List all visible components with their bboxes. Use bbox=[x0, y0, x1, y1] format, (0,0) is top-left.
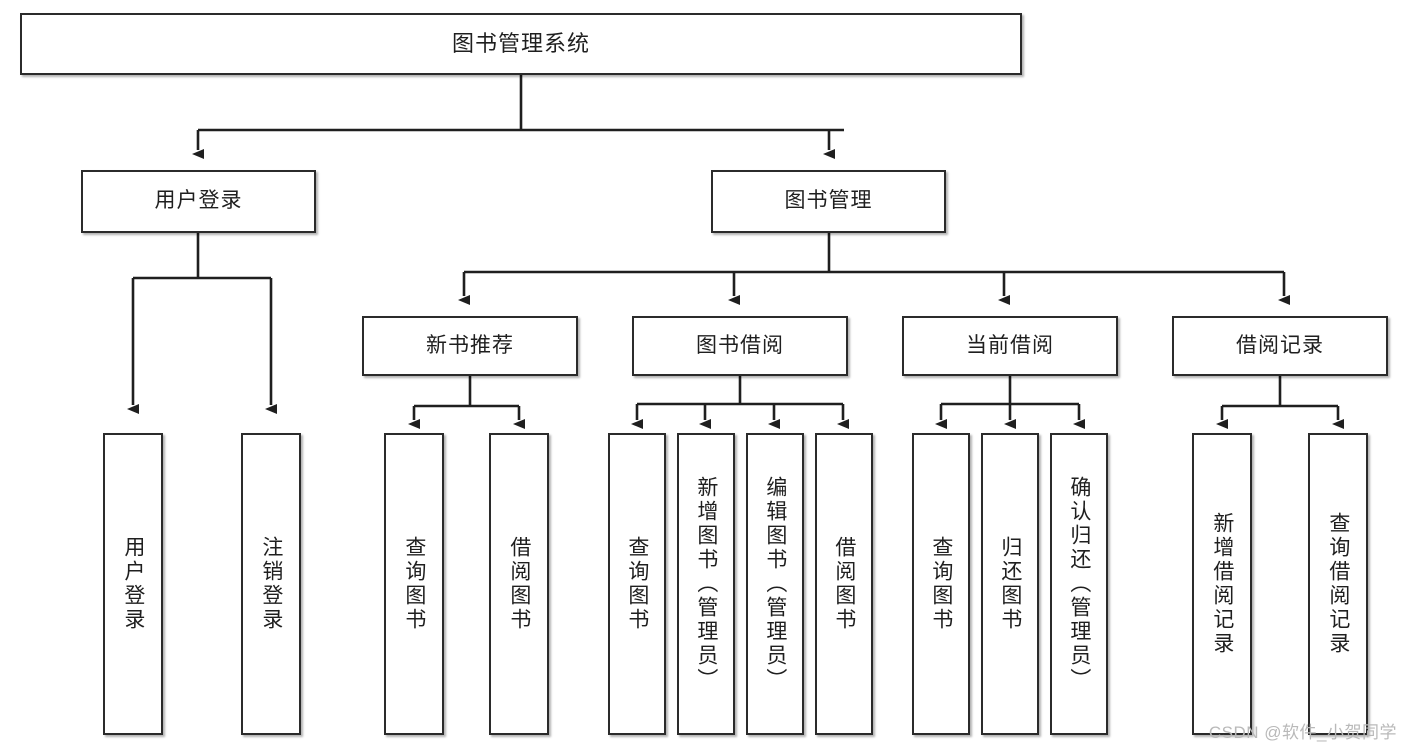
node-leaf-edit-book[interactable]: 编辑图书（管理员） bbox=[746, 433, 804, 735]
node-leaf-add-book-label: 新增图书（管理员） bbox=[694, 476, 718, 692]
node-leaf-borrow-book-1-label: 借阅图书 bbox=[507, 536, 531, 632]
node-book-manage[interactable]: 图书管理 bbox=[711, 170, 946, 233]
watermark: CSDN @软件_小贺同学 bbox=[1208, 723, 1397, 742]
node-user-login[interactable]: 用户登录 bbox=[81, 170, 316, 233]
node-leaf-confirm-return-label: 确认归还（管理员） bbox=[1067, 476, 1091, 692]
node-root[interactable]: 图书管理系统 bbox=[20, 13, 1022, 75]
node-new-book-recommend-label: 新书推荐 bbox=[426, 333, 514, 357]
node-leaf-confirm-return[interactable]: 确认归还（管理员） bbox=[1050, 433, 1108, 735]
node-root-label: 图书管理系统 bbox=[451, 31, 590, 57]
node-book-borrow-label: 图书借阅 bbox=[696, 333, 784, 357]
node-leaf-query-book-1[interactable]: 查询图书 bbox=[384, 433, 444, 735]
node-leaf-query-record-label: 查询借阅记录 bbox=[1326, 512, 1350, 656]
node-user-login-label: 用户登录 bbox=[154, 189, 243, 213]
node-borrow-record-label: 借阅记录 bbox=[1236, 333, 1324, 357]
node-leaf-return-book-label: 归还图书 bbox=[998, 536, 1022, 632]
node-book-manage-label: 图书管理 bbox=[784, 189, 873, 213]
node-leaf-user-login[interactable]: 用户登录 bbox=[103, 433, 163, 735]
node-leaf-query-book-2[interactable]: 查询图书 bbox=[608, 433, 666, 735]
node-leaf-borrow-book-2[interactable]: 借阅图书 bbox=[815, 433, 873, 735]
node-current-borrow[interactable]: 当前借阅 bbox=[902, 316, 1118, 376]
node-leaf-query-book-3-label: 查询图书 bbox=[929, 536, 953, 632]
node-leaf-return-book[interactable]: 归还图书 bbox=[981, 433, 1039, 735]
node-leaf-query-record[interactable]: 查询借阅记录 bbox=[1308, 433, 1368, 735]
node-leaf-user-login-label: 用户登录 bbox=[121, 536, 145, 632]
node-leaf-borrow-book-2-label: 借阅图书 bbox=[832, 536, 856, 632]
node-leaf-edit-book-label: 编辑图书（管理员） bbox=[763, 476, 787, 692]
node-leaf-add-record-label: 新增借阅记录 bbox=[1210, 512, 1234, 656]
node-book-borrow[interactable]: 图书借阅 bbox=[632, 316, 848, 376]
node-current-borrow-label: 当前借阅 bbox=[966, 333, 1054, 357]
node-new-book-recommend[interactable]: 新书推荐 bbox=[362, 316, 578, 376]
node-leaf-logout-login-label: 注销登录 bbox=[259, 536, 283, 632]
node-leaf-query-book-1-label: 查询图书 bbox=[402, 536, 426, 632]
node-leaf-add-book[interactable]: 新增图书（管理员） bbox=[677, 433, 735, 735]
node-leaf-add-record[interactable]: 新增借阅记录 bbox=[1192, 433, 1252, 735]
node-leaf-query-book-2-label: 查询图书 bbox=[625, 536, 649, 632]
node-leaf-logout-login[interactable]: 注销登录 bbox=[241, 433, 301, 735]
node-leaf-borrow-book-1[interactable]: 借阅图书 bbox=[489, 433, 549, 735]
node-leaf-query-book-3[interactable]: 查询图书 bbox=[912, 433, 970, 735]
node-borrow-record[interactable]: 借阅记录 bbox=[1172, 316, 1388, 376]
